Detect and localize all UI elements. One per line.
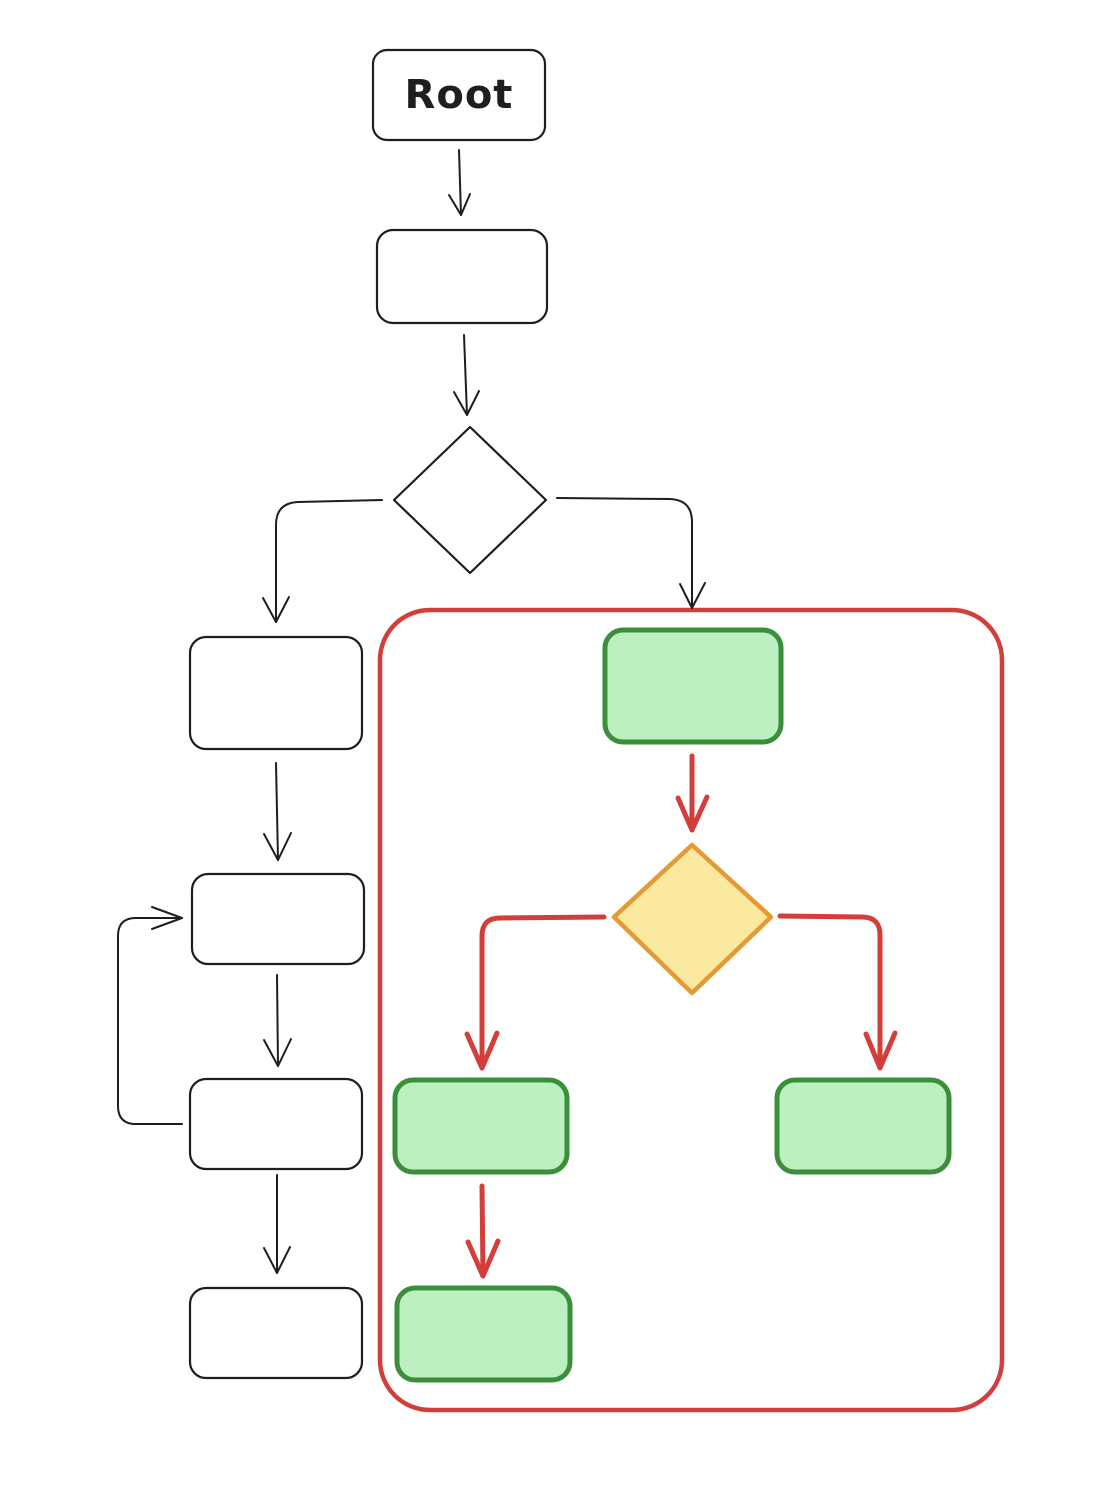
left-node-4[interactable] xyxy=(188,1286,364,1380)
left-node-1[interactable] xyxy=(188,635,364,751)
edge-highlight-decision-to-right xyxy=(777,913,898,1071)
root-node[interactable] xyxy=(371,48,547,142)
edge-left2-to-left3 xyxy=(263,974,292,1067)
highlighted-branch-frame xyxy=(377,607,1005,1413)
decision-node-1[interactable] xyxy=(392,425,548,575)
left-node-2[interactable] xyxy=(190,872,366,966)
edge-loop-left3-to-left2 xyxy=(117,906,183,1125)
edge-decision-to-left xyxy=(262,499,383,623)
edge-highlight-decision-to-left xyxy=(464,914,607,1071)
edge-decision-to-right xyxy=(556,497,706,609)
highlight-start-node[interactable] xyxy=(602,627,784,745)
edge-left3-to-left4 xyxy=(263,1174,291,1274)
edge-process-to-decision xyxy=(453,334,480,416)
edge-left1-to-left2 xyxy=(263,762,292,861)
left-node-3[interactable] xyxy=(188,1077,364,1171)
process-node-1[interactable] xyxy=(375,228,549,325)
root-node-label: Root xyxy=(405,72,514,118)
highlight-decision-node[interactable] xyxy=(611,842,774,996)
highlight-left-node[interactable] xyxy=(392,1077,570,1175)
highlight-right-node[interactable] xyxy=(774,1077,952,1175)
edge-root-to-process xyxy=(448,149,471,216)
edge-highlight-left-to-bottom xyxy=(465,1183,501,1279)
highlight-bottom-node[interactable] xyxy=(394,1285,573,1383)
edge-highlight-start-to-decision xyxy=(675,753,710,833)
